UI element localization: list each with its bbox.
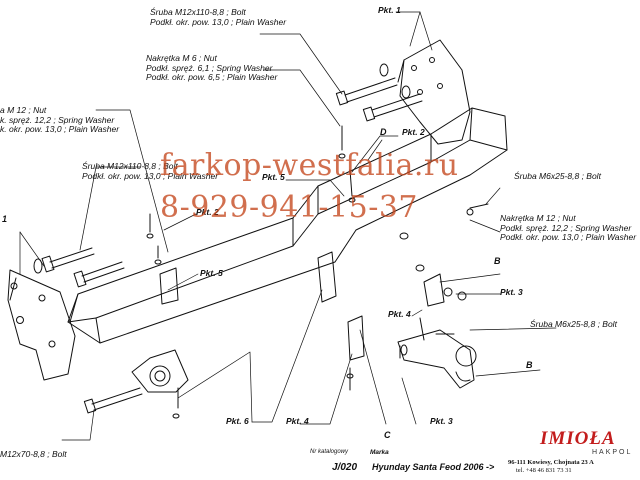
right-side-bracket (397, 39, 471, 145)
fasteners (83, 125, 489, 419)
letter-d: D (380, 127, 387, 137)
label-line: Podkł. okr. pow. 13,0 ; Plain Washer (500, 232, 637, 242)
pkt-6: Pkt. 6 (226, 416, 249, 426)
callout-number-1: 1 (2, 214, 8, 224)
label-nut-m12-left: a M 12 ; Nut k. spręż. 12,2 ; Spring Was… (0, 105, 120, 135)
label-line: M12x70-8,8 ; Bolt (0, 449, 67, 459)
label-line: Śruba M6x25-8,8 ; Bolt (514, 171, 601, 181)
watermark-site: farkop-westfalia.ru (160, 148, 459, 183)
label-nut-m6: Nakrętka M 6 ; Nut Podkł. spręż. 6,1 ; S… (146, 53, 278, 83)
letter-b-top: B (494, 256, 501, 266)
pkt-4-mid: Pkt. 4 (388, 309, 411, 319)
bolts-top-right (335, 63, 423, 122)
label-line: a M 12 ; Nut (0, 105, 47, 115)
label-nut-m12-right: Nakrętka M 12 ; Nut Podkł. spręż. 12,2 ;… (500, 213, 637, 243)
catalog-caption: Nr katalogowy (310, 449, 349, 455)
pkt-2-left: Pkt. 2 (196, 207, 219, 217)
brand-address: 96-111 Kowiesy, Chojnata 23 A (508, 459, 594, 466)
label-line: Śruba M6x25-8,8 ; Bolt (530, 319, 617, 329)
vehicle-model: Hyunday Santa Fe (372, 462, 451, 472)
make-caption: Marka (370, 449, 389, 456)
mounting-plates (159, 251, 445, 361)
pkt-3-right: Pkt. 3 (500, 287, 523, 297)
pkt-1-top: Pkt. 1 (378, 5, 401, 15)
label-bolt-m6x25-top: Śruba M6x25-8,8 ; Bolt (514, 171, 601, 182)
label-bolt-m12x110-top: Śruba M12x110-8,8 ; Bolt Podkł. okr. pow… (150, 7, 287, 27)
pkt-5-left: Pkt. 5 (200, 268, 223, 278)
pkt-4-bottom: Pkt. 4 (286, 416, 309, 426)
label-line: k. spręż. 12,2 ; Spring Washer (0, 114, 115, 125)
model-since: od 2006 -> (450, 462, 495, 472)
letter-c-bottom: C (384, 430, 391, 440)
label-line: Podkł. okr. pow. 6,5 ; Plain Washer (146, 72, 278, 82)
leader-lines (19, 11, 557, 441)
label-line: Podkł. spręż. 12,2 ; Spring Washer (500, 222, 632, 233)
brand-sub: HAKPOL (592, 449, 633, 456)
ball-mount (397, 329, 477, 389)
label-line: Podkł. spręż. 6,1 ; Spring Washer (146, 62, 273, 73)
label-line: Podkł. okr. pow. 13,0 ; Plain Washer (82, 170, 219, 181)
cross-beam (67, 107, 508, 344)
label-line: Śruba M12x110-8,8 ; Bolt (82, 161, 178, 171)
brand-phone: tel. +48 46 831 73 31 (516, 467, 572, 474)
catalog-number: J/020 (332, 462, 358, 473)
label-bolt-m12x110-left: Śruba M12x110-8,8 ; Bolt Podkł. okr. pow… (82, 161, 219, 181)
label-bolt-m6x25-right: Śruba M6x25-8,8 ; Bolt (530, 319, 617, 330)
label-line: Podkł. okr. pow. 13,0 ; Plain Washer (150, 16, 287, 27)
bolts-left (33, 247, 125, 288)
socket-plate (131, 349, 189, 393)
label-line: Śruba M12x110-8,8 ; Bolt (150, 7, 246, 17)
brand-logo: IMIOŁA (540, 428, 616, 449)
pkt-3-bottom: Pkt. 3 (430, 416, 453, 426)
label-line: Nakrętka M 6 ; Nut (146, 53, 217, 63)
pkt-5-mid: Pkt. 5 (262, 172, 285, 182)
watermark-phone: 8-929-941-15-37 (160, 190, 419, 225)
pkt-2: Pkt. 2 (402, 127, 425, 137)
label-line: Nakrętka M 12 ; Nut (500, 213, 576, 223)
letter-b-bottom: B (526, 360, 533, 370)
label-line: k. okr. pow. 13,0 ; Plain Washer (0, 124, 120, 134)
left-side-bracket (7, 269, 76, 381)
label-bolt-m12x70: M12x70-8,8 ; Bolt (0, 449, 67, 460)
